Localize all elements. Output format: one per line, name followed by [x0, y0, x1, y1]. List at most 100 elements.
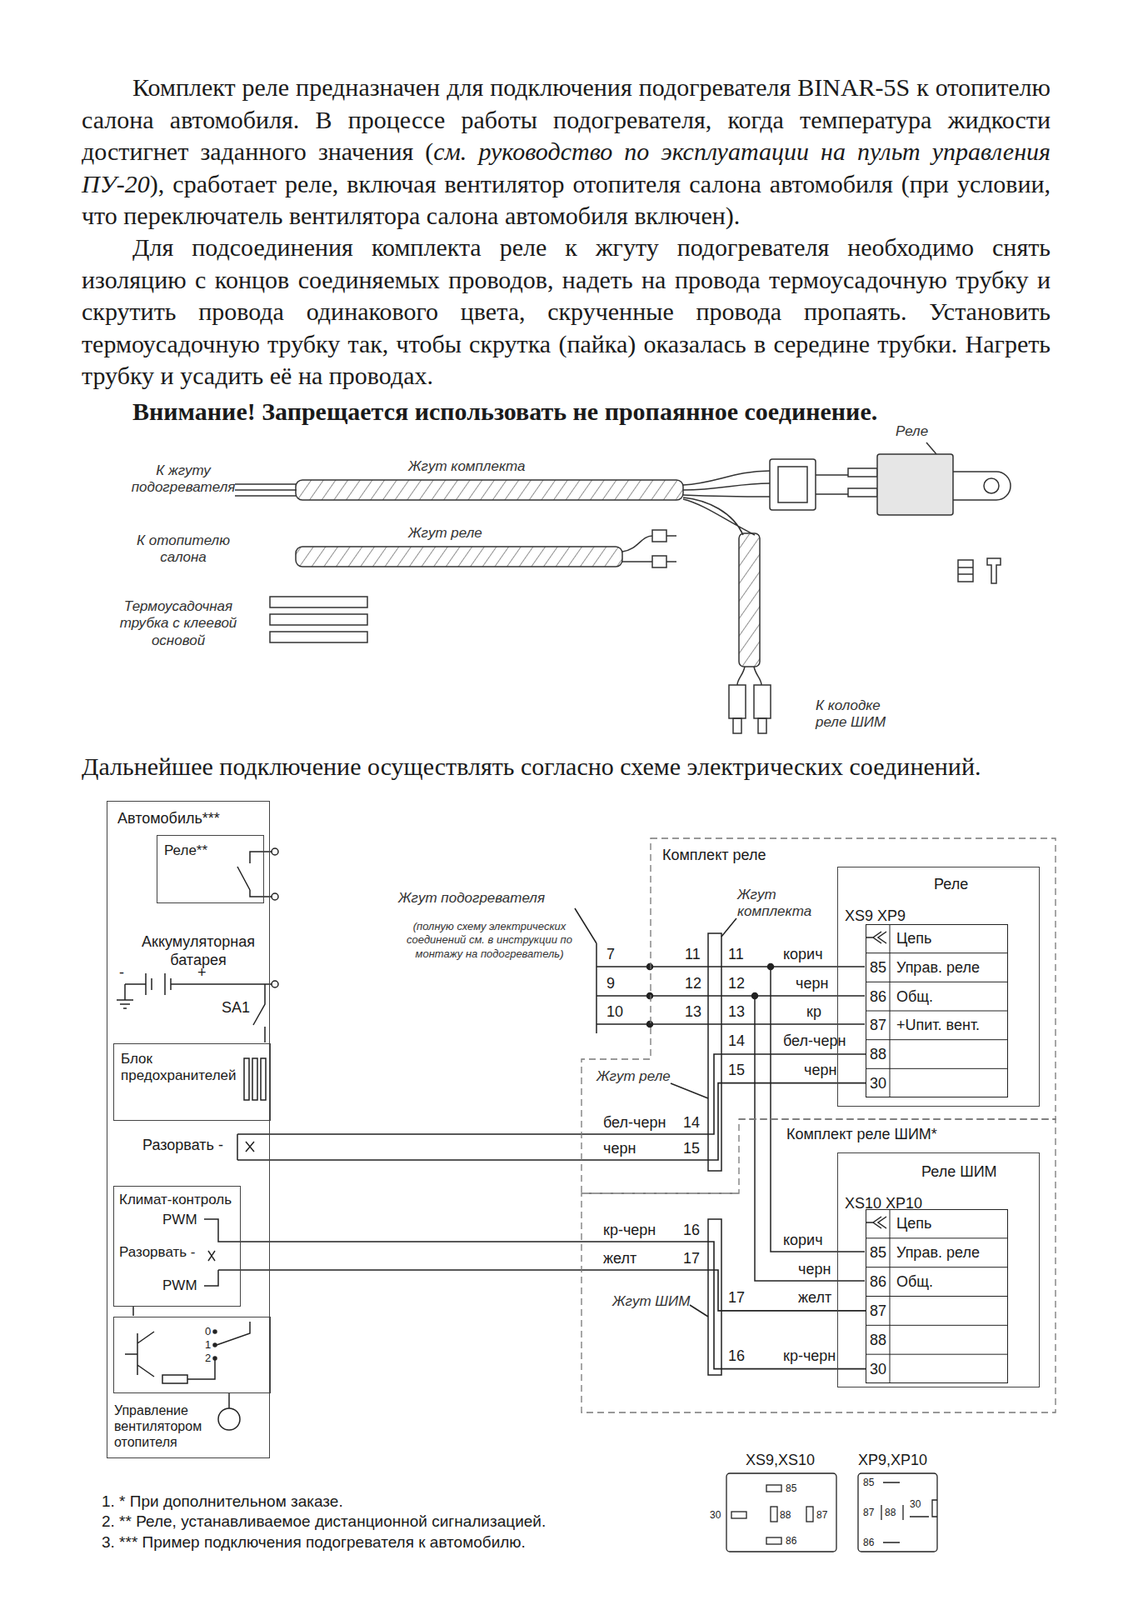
- fuse-box: Блок предохранителей: [113, 1043, 271, 1121]
- car-wiring: [132, 1305, 135, 1316]
- pin-number: 86: [869, 988, 887, 1007]
- connector-face: [766, 1484, 782, 1492]
- wire: [240, 1269, 866, 1311]
- harness-illustration: [269, 631, 368, 643]
- table-grid: [865, 952, 1009, 954]
- label: кр: [806, 1003, 822, 1022]
- wire-number: 2: [204, 1351, 211, 1365]
- car-wiring: [271, 980, 279, 988]
- harness-schematic: [721, 918, 737, 937]
- car-wiring: [271, 893, 279, 900]
- wire-number: 9: [606, 974, 615, 994]
- node-text: Блок предохранителей: [120, 1050, 246, 1085]
- table-grid: [865, 1010, 1009, 1012]
- harness-illustration: [234, 484, 297, 496]
- harness-illustration: [877, 454, 954, 515]
- node-text: XS10 XP10: [844, 1194, 923, 1213]
- harness-illustration: [953, 471, 1011, 500]
- harness-illustration: [269, 613, 368, 625]
- wire-number: 16: [681, 1221, 702, 1240]
- harness-illustration: [295, 546, 623, 567]
- label: Аккумуляторная батарея: [123, 933, 274, 969]
- pin-number: 88: [869, 1045, 887, 1064]
- harness-schematic: [708, 933, 722, 1171]
- label: кр-черн: [783, 1347, 836, 1366]
- wire-number: 7: [606, 945, 615, 964]
- paragraph-text: Для подсоединения комплекта реле к жгуту…: [81, 233, 1051, 390]
- label: корич: [783, 945, 824, 964]
- harness-schematic: [647, 1021, 654, 1028]
- wire-number: 15: [681, 1139, 702, 1158]
- label: бел-черн: [601, 1113, 668, 1133]
- harness-schematic: [647, 963, 654, 970]
- harness-illustration: [753, 684, 771, 719]
- car-wiring: [187, 1321, 250, 1379]
- wire-number: 85: [785, 1482, 797, 1494]
- table-cell: Цепь: [896, 930, 932, 949]
- wire-number: 12: [728, 974, 745, 994]
- table-grid: [865, 1237, 1009, 1238]
- pin-number: 88: [869, 1331, 887, 1350]
- harness-schematic: [754, 966, 865, 1281]
- table-grid: [889, 923, 891, 1098]
- car-wiring: [124, 1331, 155, 1377]
- table-cell: Общ.: [896, 1272, 934, 1292]
- table-cell: +Uпит. вент.: [896, 1017, 980, 1036]
- table-grid: [865, 1068, 1009, 1069]
- paragraph: Комплект реле предназначен для подключен…: [81, 71, 1051, 233]
- wire-number: 87: [863, 1506, 874, 1518]
- connector-face: [858, 1472, 938, 1552]
- harness-label: Жгут комплекта: [408, 458, 526, 475]
- paragraph: Для подсоединения комплекта реле к жгуту…: [81, 231, 1051, 393]
- pin-table: Цепь85Управ. реле86Общ.87+Uпит. вент.883…: [865, 923, 1009, 1098]
- harness-illustration: [234, 442, 1011, 734]
- harness-illustration: [728, 684, 746, 719]
- kit-outline: [581, 838, 1056, 1193]
- harness-schematic: [574, 908, 597, 1034]
- climate-control-box: Климат-контрольPWM Разорвать - PWM: [113, 1185, 241, 1307]
- node-text: Климат-контроль: [119, 1191, 232, 1208]
- harness-illustration: [758, 718, 767, 734]
- connector-face: [881, 1482, 938, 1543]
- wire-number: 16: [728, 1347, 745, 1366]
- footnote: 3. *** Пример подключения подогревателя …: [101, 1532, 526, 1553]
- harness-illustration: [738, 533, 760, 667]
- wire-number: 88: [779, 1508, 791, 1521]
- table-cell: Управ. реле: [896, 958, 980, 978]
- table-grid: [865, 1353, 1009, 1355]
- wire-number: 30: [709, 1508, 721, 1521]
- harness-label: Жгут ШИМ: [612, 1292, 690, 1310]
- car-wiring: [252, 1058, 258, 1100]
- node-text: Разорвать -: [119, 1243, 196, 1261]
- harness-illustration: [848, 468, 878, 477]
- connector-face: [731, 1511, 747, 1518]
- label: черн: [795, 974, 829, 994]
- label: SA1: [221, 998, 250, 1018]
- node-text: XS9 XP9: [844, 907, 906, 926]
- relay-kit-box: Комплект релеРелеXS9 XP9Цепь85Управ. рел…: [650, 838, 1056, 1059]
- label: XS9,XS10: [745, 1451, 815, 1470]
- table-grid: [865, 1324, 1009, 1326]
- label: XP9,XP10: [858, 1451, 928, 1470]
- node-text: PWM: [162, 1211, 198, 1228]
- label: черн: [601, 1139, 638, 1158]
- harness-label: Жгут комплекта: [737, 886, 817, 921]
- car-wiring: [228, 1392, 230, 1408]
- connector-face: [770, 1506, 778, 1522]
- label: желт: [601, 1249, 639, 1268]
- node-text: PWM: [162, 1277, 198, 1294]
- label: корич: [783, 1231, 824, 1250]
- node-text: Автомобиль***: [117, 809, 220, 829]
- footnote: 1. * При дополнительном заказе.: [101, 1492, 344, 1512]
- node-text: Реле**: [164, 842, 208, 859]
- harness-illustration: [958, 558, 1001, 584]
- car-wiring: [213, 1342, 217, 1347]
- harness-illustration: [926, 442, 937, 455]
- node-text: Реле ШИМ: [921, 1162, 998, 1182]
- pin-table: Цепь85Управ. реле86Общ.878830: [865, 1208, 1009, 1383]
- harness-illustration: [652, 555, 667, 568]
- harness-illustration: [733, 718, 742, 734]
- label: Внимание! Запрещается использовать не пр…: [132, 396, 878, 427]
- harness-label: (полную схему электрических соединений с…: [391, 919, 588, 961]
